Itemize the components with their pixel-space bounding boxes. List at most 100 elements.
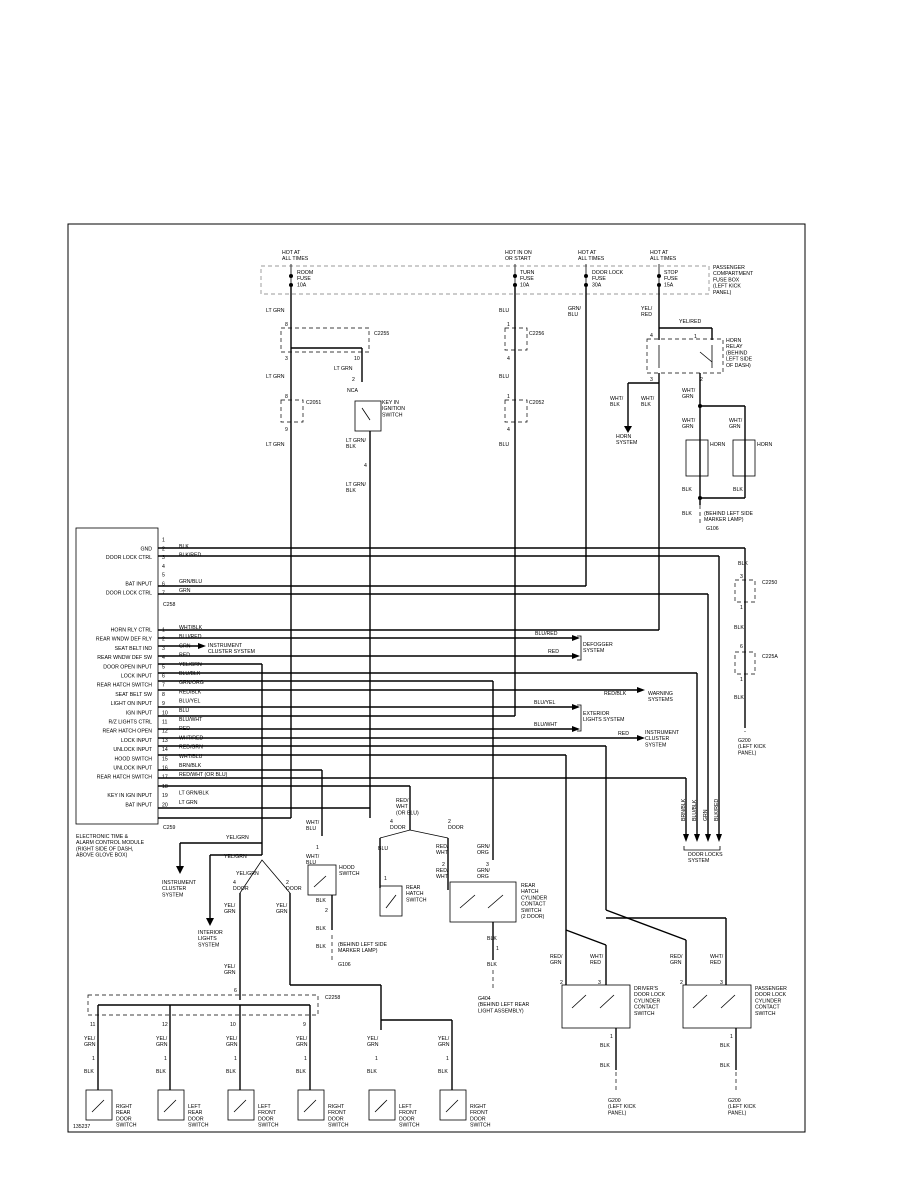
label-line: REAR	[521, 883, 536, 889]
label-line: INSTRUMENT	[208, 643, 243, 649]
label: BLK	[720, 1043, 730, 1049]
label-line: INTERIOR	[198, 930, 223, 936]
label-line: HATCH	[406, 891, 424, 897]
label: C2256	[529, 331, 544, 337]
figure-id: 135237	[73, 1124, 90, 1130]
label-line: SWITCH	[470, 1123, 491, 1129]
label-line: YEL/	[224, 964, 236, 970]
label-w-yelred: YEL/RED	[641, 306, 653, 318]
label-line: CONTACT	[521, 902, 547, 908]
svg-text:2: 2	[325, 908, 328, 914]
label: C2255	[374, 331, 389, 337]
label-w-whtblk: WHT/BLK	[610, 396, 624, 408]
label: BLK	[720, 1063, 730, 1069]
label-line: STOP	[664, 270, 679, 276]
label-line: LT GRN/	[346, 482, 367, 488]
pin-function: UNLOCK INPUT	[113, 747, 152, 753]
label-line: WHT/	[306, 820, 320, 826]
label: BLK	[316, 926, 326, 932]
label-line: SYSTEM	[162, 892, 183, 898]
label-line: SWITCH	[521, 908, 542, 914]
label-line: GRN	[729, 424, 741, 430]
label-line: TURN	[520, 270, 535, 276]
label-line: RED/	[436, 868, 449, 874]
label-line: PANEL)	[728, 1110, 747, 1116]
pin-number: 3	[162, 646, 165, 652]
label-line: FRONT	[258, 1110, 277, 1116]
svg-text:9: 9	[303, 1022, 306, 1028]
pin-number: 9	[162, 701, 165, 707]
svg-text:6: 6	[740, 644, 743, 650]
label-line: MARKER LAMP)	[704, 517, 744, 523]
pin-wire-color: BLU/RED	[179, 634, 202, 640]
label-line: HOT AT	[650, 250, 669, 256]
label-line: GRN	[670, 960, 682, 966]
label-line: GRN	[438, 1042, 450, 1048]
label: RED	[618, 731, 629, 737]
label-line: DOOR	[286, 886, 302, 892]
pin-wire-color: BLU/BLK	[179, 671, 201, 677]
pin-wire-color: BRN/BLK	[179, 763, 202, 769]
label-line: CYLINDER	[521, 895, 547, 901]
label-line: RED	[641, 312, 652, 318]
label-line: WHT/	[641, 396, 655, 402]
wire-label: BLK	[84, 1069, 94, 1075]
label: YEL/GRN	[226, 835, 249, 841]
label-or-blu: RED/WHT(OR BLU)	[396, 798, 419, 816]
label-line: SWITCH	[406, 897, 427, 903]
label-line: SYSTEM	[688, 858, 709, 864]
pin-number: 16	[162, 766, 168, 772]
label: BLU	[499, 442, 509, 448]
label: G106	[338, 962, 351, 968]
label-line: YEL/	[156, 1036, 168, 1042]
alarm-control-module	[75, 527, 159, 825]
svg-text:3: 3	[650, 377, 653, 383]
label: C2258	[325, 995, 340, 1001]
pin-function: DOOR LOCK CTRL	[106, 555, 152, 561]
label: C2250	[762, 580, 777, 586]
label-line: SYSTEMS	[648, 697, 673, 703]
label: BLK	[316, 898, 326, 904]
label-line: DOOR	[448, 825, 464, 831]
label-line: HATCH	[521, 889, 539, 895]
label-w-redwht: RED/WHT	[436, 868, 449, 880]
label-line: LIGHTS	[198, 936, 217, 942]
label-w-ltgrnblk: LT GRN/BLK	[346, 482, 367, 494]
label-line: SWITCH	[634, 1011, 655, 1017]
label-line: 4	[233, 880, 236, 886]
label-w-whtblu: WHT/BLU	[306, 820, 320, 832]
label-line: CLUSTER SYSTEM	[208, 649, 255, 655]
label-line: HORN	[726, 338, 742, 344]
label-line: DOOR	[390, 825, 406, 831]
label-line: DOOR	[399, 1116, 415, 1122]
svg-text:8: 8	[285, 394, 288, 400]
label-line: INSTRUMENT	[162, 880, 197, 886]
svg-text:9: 9	[285, 427, 288, 433]
label: C2051	[306, 400, 321, 406]
label: BLK	[487, 962, 497, 968]
label-line: FUSE	[664, 276, 678, 282]
label: BLK	[600, 1063, 610, 1069]
label: BLK	[316, 944, 326, 950]
pin-number: 1	[234, 1056, 237, 1062]
label-line: WHT/	[682, 388, 696, 394]
label-line: RED/	[670, 954, 683, 960]
label-line: LT GRN/	[346, 438, 367, 444]
svg-text:2: 2	[352, 377, 355, 383]
label-line: (LEFT KICK	[728, 1104, 756, 1110]
label-line: LEFT	[188, 1104, 202, 1110]
label-w-yelgrn2: YEL/GRN	[276, 903, 288, 915]
